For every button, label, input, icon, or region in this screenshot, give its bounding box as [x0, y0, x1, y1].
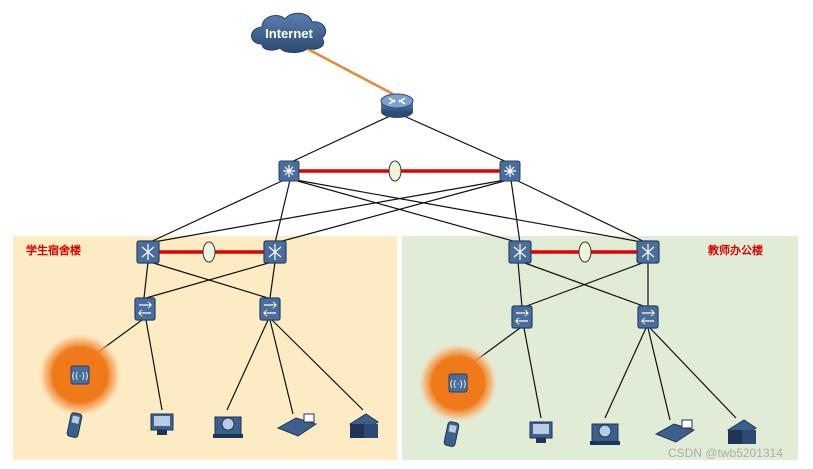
wireless-ap-left: ((·))	[38, 333, 122, 417]
pc-icon	[150, 413, 174, 435]
pc-icon	[529, 421, 553, 443]
aggregation-switch	[136, 240, 660, 264]
wireless-ap-right: ((·))	[418, 343, 498, 423]
link-aggregation-ovals	[202, 160, 592, 263]
watermark-text: CSDN @twb5201314	[668, 446, 783, 460]
printer-icon	[349, 413, 379, 438]
access-switch	[134, 297, 659, 329]
links-router-core	[288, 115, 510, 164]
fax-icon	[654, 419, 696, 443]
core-switch-left	[278, 160, 300, 182]
internet-cloud-icon	[251, 12, 327, 53]
svg-text:((·)): ((·))	[450, 380, 467, 390]
links-core-aggregation	[147, 179, 648, 244]
core-switch-right	[499, 160, 521, 182]
uplink-internet-router	[299, 43, 394, 96]
ip-camera-icon	[213, 416, 243, 438]
links-access-endpoints	[89, 319, 737, 421]
fax-icon	[276, 413, 318, 437]
router-icon	[380, 93, 414, 118]
zone-label-student-dormitory: 学生宿舍楼	[26, 244, 81, 257]
internet-label: Internet	[265, 26, 313, 41]
phone-icon	[443, 421, 460, 447]
links-aggregation-access	[143, 261, 649, 308]
printer-icon	[727, 419, 757, 444]
zone-label-teacher-office: 教师办公楼	[708, 244, 763, 257]
ip-camera-icon	[590, 423, 620, 445]
svg-text:((·)): ((·))	[72, 372, 89, 382]
phone-icon	[66, 412, 83, 438]
